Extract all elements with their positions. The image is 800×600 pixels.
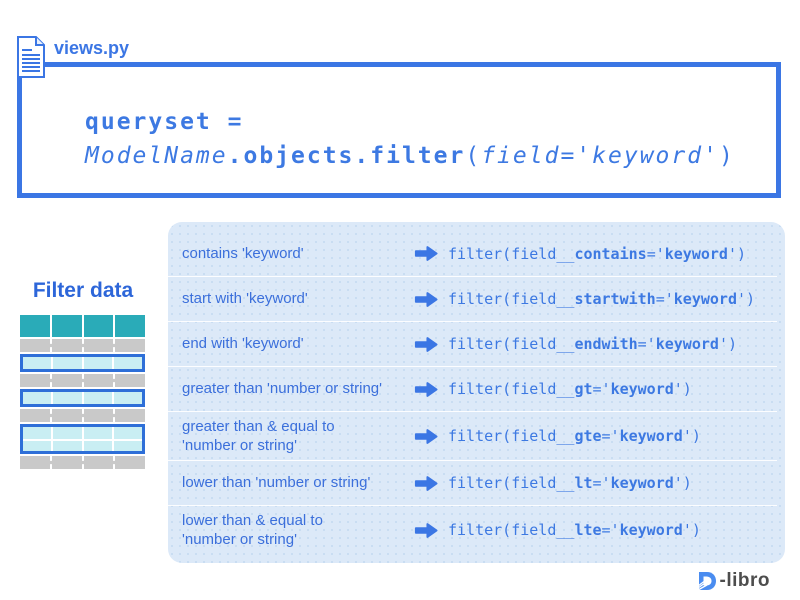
filter-row-contains: contains 'keyword' filter(field__contain…	[168, 231, 777, 276]
queryset-code-box: queryset = ModelName.objects.filter(fiel…	[17, 62, 781, 198]
filter-description: lower than & equal to'number or string'	[182, 511, 323, 549]
arrow-right-icon	[414, 475, 438, 492]
arrow-right-icon	[414, 336, 438, 353]
filter-data-title: Filter data	[32, 279, 134, 302]
filter-code: filter(field__lt='keyword')	[448, 474, 692, 492]
dlibro-logo-icon	[695, 569, 720, 593]
filter-description: contains 'keyword'	[182, 244, 304, 262]
arrow-right-icon	[414, 428, 438, 445]
filter-description: end with 'keyword'	[182, 335, 304, 353]
dlibro-logo: -libro	[695, 569, 771, 593]
document-icon	[16, 36, 46, 78]
filter-description: start with 'keyword'	[182, 290, 308, 308]
filter-row-lt: lower than 'number or string' filter(fie…	[168, 460, 777, 505]
table-row	[20, 374, 145, 387]
table-row	[20, 409, 145, 422]
filter-description: greater than & equal to'number or string…	[182, 417, 335, 455]
filter-code: filter(field__lte='keyword')	[448, 521, 701, 539]
filter-row-gt: greater than 'number or string' filter(f…	[168, 366, 777, 411]
filter-code: filter(field__contains='keyword')	[448, 244, 747, 263]
table-highlighted-row-double	[20, 424, 145, 454]
filter-row-startwith: start with 'keyword' filter(field__start…	[168, 276, 777, 321]
code-line-2: ModelName.objects.filter(field='keyword'…	[85, 143, 735, 169]
table-row	[20, 456, 145, 469]
filter-row-lte: lower than & equal to'number or string' …	[168, 505, 777, 554]
dlibro-logo-text: -libro	[719, 570, 770, 591]
table-row	[20, 339, 145, 352]
table-highlighted-row	[20, 389, 145, 407]
table-header-row	[20, 315, 145, 337]
arrow-right-icon	[414, 291, 438, 308]
filter-table-graphic	[20, 315, 145, 471]
filter-code: filter(field__startwith='keyword')	[448, 290, 756, 308]
filter-code: filter(field__endwith='keyword')	[448, 335, 737, 353]
filter-code: filter(field__gte='keyword')	[448, 427, 701, 445]
file-tag: views.py	[16, 36, 129, 78]
queryset-code: queryset = ModelName.objects.filter(fiel…	[22, 67, 776, 173]
filter-description: greater than 'number or string'	[182, 380, 382, 398]
filter-lookup-panel: contains 'keyword' filter(field__contain…	[168, 222, 785, 563]
filter-description: lower than 'number or string'	[182, 474, 371, 492]
filter-code: filter(field__gt='keyword')	[448, 380, 692, 398]
arrow-right-icon	[414, 381, 438, 398]
code-line-1: queryset =	[85, 109, 244, 135]
arrow-right-icon	[414, 522, 438, 539]
filter-row-gte: greater than & equal to'number or string…	[168, 411, 777, 460]
filter-row-endwith: end with 'keyword' filter(field__endwith…	[168, 321, 777, 366]
table-highlighted-row	[20, 354, 145, 372]
file-name-label: views.py	[54, 38, 130, 58]
arrow-right-icon	[414, 245, 438, 262]
